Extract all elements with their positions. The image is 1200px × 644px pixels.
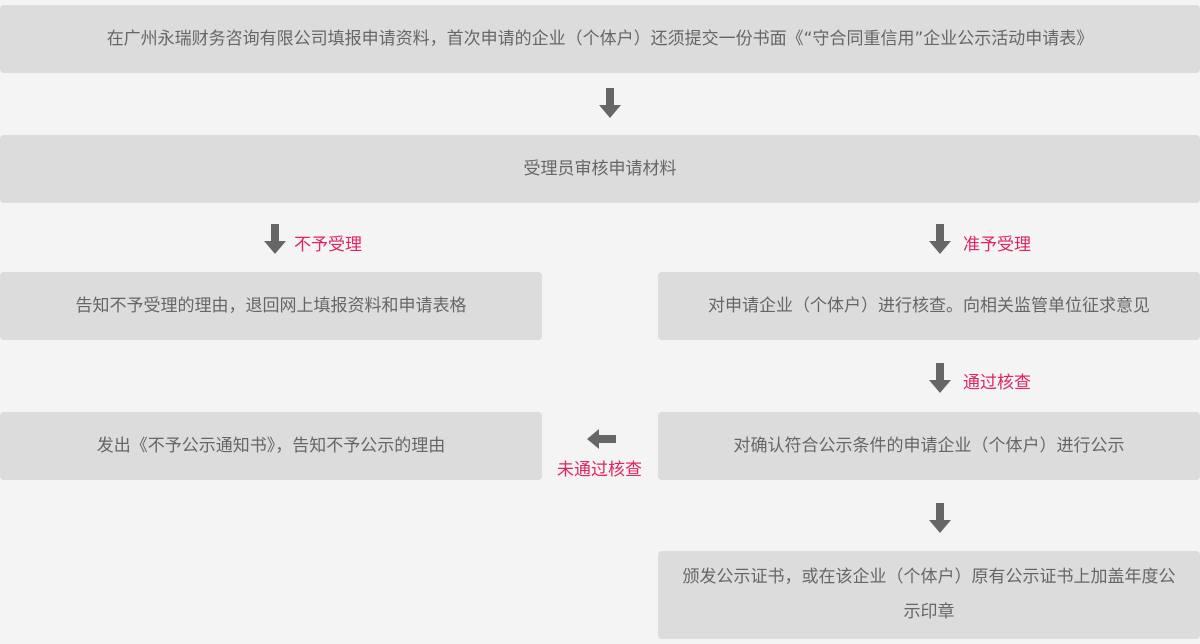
step-not-publicize-notice: 发出《不予公示通知书》，告知不予公示的理由 xyxy=(0,412,542,480)
step-issue-certificate: 颁发公示证书，或在该企业（个体户）原有公示证书上加盖年度公示印章 xyxy=(658,551,1200,639)
step-publicize-text: 对确认符合公示条件的申请企业（个体户）进行公示 xyxy=(733,435,1125,456)
step-reject-notice: 告知不予受理的理由，退回网上填报资料和申请表格 xyxy=(0,272,542,340)
step-certificate-text: 颁发公示证书，或在该企业（个体户）原有公示证书上加盖年度公示印章 xyxy=(682,567,1176,622)
arrow-down-icon xyxy=(264,224,286,254)
step-verify-text: 对申请企业（个体户）进行核查。向相关监管单位征求意见 xyxy=(708,295,1150,316)
arrow-down-icon xyxy=(929,503,951,533)
step-not-publicize-text: 发出《不予公示通知书》，告知不予公示的理由 xyxy=(96,435,446,456)
step-submit-application: 在广州永瑞财务咨询有限公司填报申请资料，首次申请的企业（个体户）还须提交一份书面… xyxy=(0,5,1200,73)
arrow-down-icon xyxy=(929,363,951,393)
label-reject: 不予受理 xyxy=(294,235,362,255)
step-review-text: 受理员审核申请材料 xyxy=(523,158,677,179)
arrow-down-icon xyxy=(929,224,951,254)
step-review-materials: 受理员审核申请材料 xyxy=(0,135,1200,203)
arrow-left-icon xyxy=(587,429,616,449)
label-fail: 未通过核查 xyxy=(557,460,642,480)
step-submit-text: 在广州永瑞财务咨询有限公司填报申请资料，首次申请的企业（个体户）还须提交一份书面… xyxy=(106,28,1094,49)
step-reject-notice-text: 告知不予受理的理由，退回网上填报资料和申请表格 xyxy=(75,295,467,316)
label-pass: 通过核查 xyxy=(963,373,1031,393)
step-publicize: 对确认符合公示条件的申请企业（个体户）进行公示 xyxy=(658,412,1200,480)
label-accept: 准予受理 xyxy=(963,235,1031,255)
step-verify: 对申请企业（个体户）进行核查。向相关监管单位征求意见 xyxy=(658,272,1200,340)
arrow-down-icon xyxy=(599,88,621,118)
